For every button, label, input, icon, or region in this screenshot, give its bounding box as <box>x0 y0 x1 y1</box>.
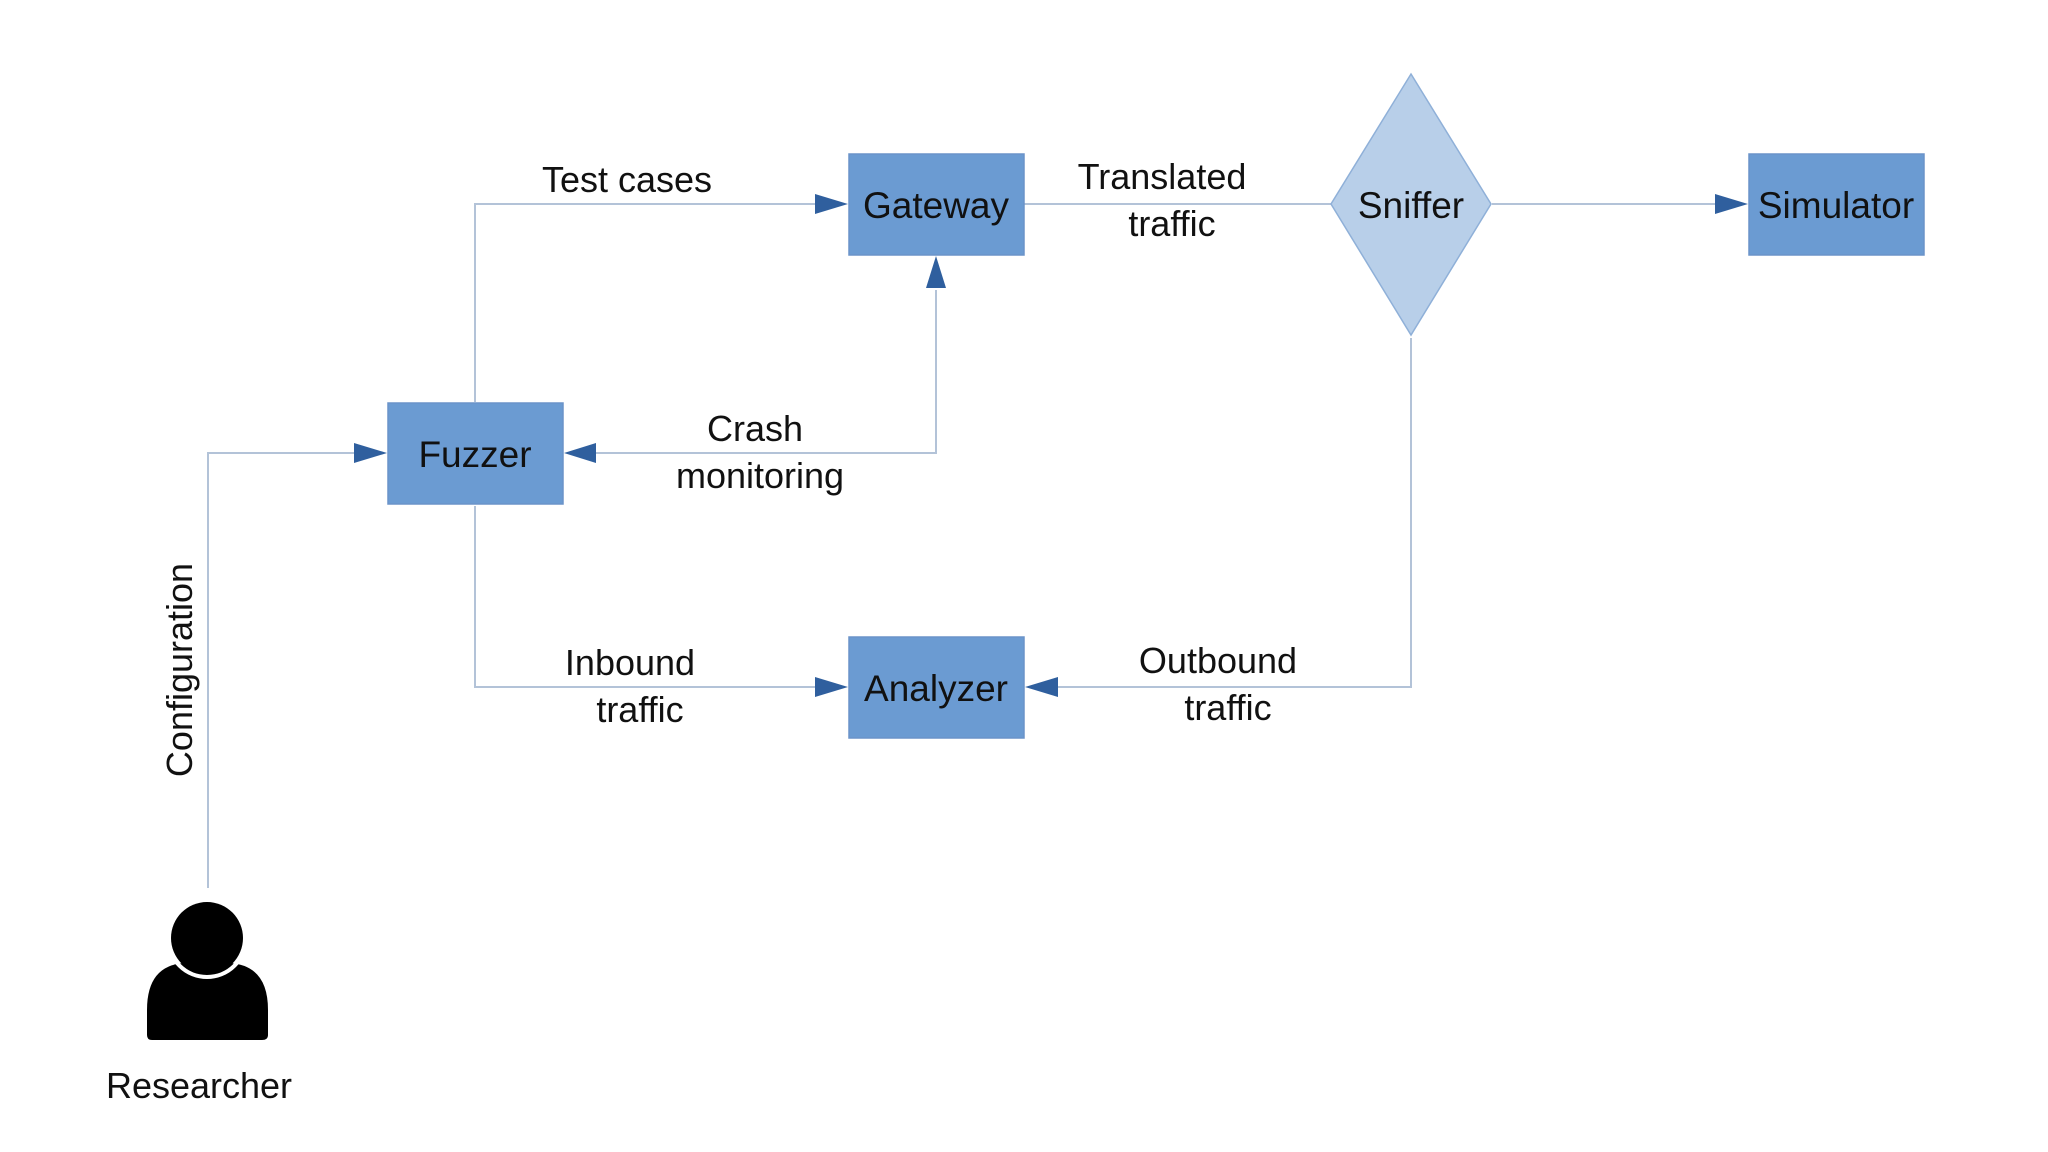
node-sniffer: Sniffer <box>1330 72 1492 337</box>
connector-crash-monitoring <box>592 290 937 454</box>
label-outbound-traffic-line1: Outbound <box>1139 640 1297 681</box>
node-simulator: Simulator <box>1748 153 1925 256</box>
node-analyzer-label: Analyzer <box>864 668 1008 709</box>
node-gateway-label: Gateway <box>863 185 1010 226</box>
label-translated-traffic-line1: Translated <box>1078 156 1247 197</box>
node-fuzzer-label: Fuzzer <box>418 434 531 475</box>
arrowhead-fuzzer-right <box>564 443 596 463</box>
arrowhead-simulator-left <box>1715 194 1748 214</box>
node-researcher-label: Researcher <box>106 1065 292 1106</box>
label-inbound-traffic: Inbound traffic <box>565 642 705 730</box>
connector-researcher-fuzzer <box>207 452 358 888</box>
node-analyzer: Analyzer <box>848 636 1025 739</box>
person-icon <box>147 897 268 1040</box>
label-crash-monitoring: Crash monitoring <box>676 408 844 496</box>
label-crash-monitoring-line1: Crash <box>707 408 803 449</box>
label-inbound-traffic-line1: Inbound <box>565 642 695 683</box>
node-sniffer-label: Sniffer <box>1358 185 1464 226</box>
label-outbound-traffic: Outbound traffic <box>1139 640 1307 728</box>
label-inbound-traffic-line2: traffic <box>596 689 683 730</box>
connector-fuzzer-analyzer <box>474 506 820 688</box>
label-translated-traffic-line2: traffic <box>1128 203 1215 244</box>
label-configuration: Configuration <box>159 563 200 777</box>
label-translated-traffic: Translated traffic <box>1078 156 1257 244</box>
arrowhead-analyzer-left <box>815 677 848 697</box>
connector-fuzzer-gateway <box>474 203 820 402</box>
node-fuzzer: Fuzzer <box>387 402 564 505</box>
node-simulator-label: Simulator <box>1758 185 1914 226</box>
node-gateway: Gateway <box>848 153 1025 256</box>
arrowhead-fuzzer-left <box>354 443 387 463</box>
arrowhead-gateway-left <box>815 194 848 214</box>
arrowhead-gateway-bottom <box>926 256 946 288</box>
connector-sniffer-analyzer <box>1055 338 1412 688</box>
arrowhead-analyzer-right <box>1025 677 1058 697</box>
label-crash-monitoring-line2: monitoring <box>676 455 844 496</box>
label-outbound-traffic-line2: traffic <box>1184 687 1271 728</box>
label-test-cases: Test cases <box>542 159 712 200</box>
